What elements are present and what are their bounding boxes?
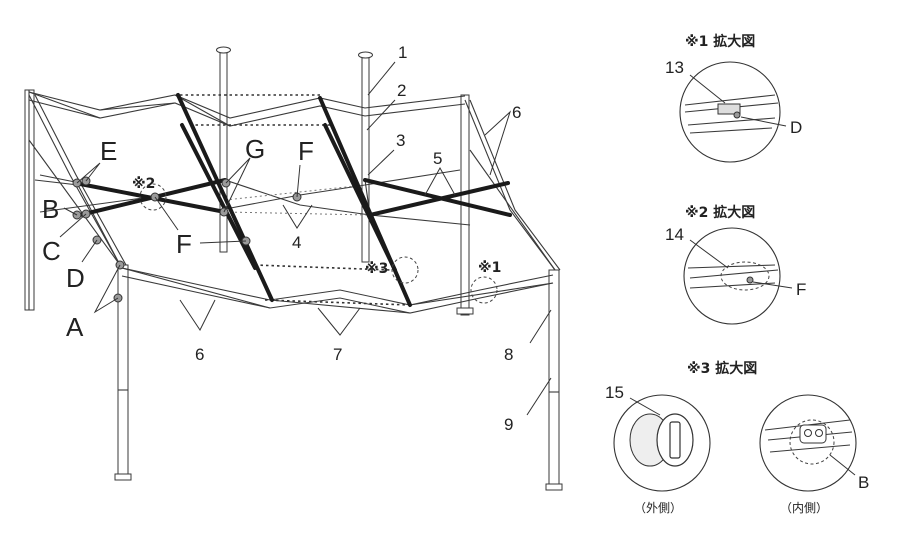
detail-3-label-B: B xyxy=(858,473,869,492)
label-C: C xyxy=(42,236,61,266)
label-5: 5 xyxy=(433,149,442,168)
detail-1-title: ※1 拡大図 xyxy=(685,33,755,50)
center-pole-left xyxy=(219,51,228,253)
detail-marker-3 xyxy=(391,256,419,284)
detail-marker-1 xyxy=(470,276,498,304)
label-A: A xyxy=(66,312,84,342)
detail-2: ※2 拡大図 14 F xyxy=(665,204,806,325)
label-3: 3 xyxy=(396,131,405,150)
detail-2-label-F: F xyxy=(796,280,806,299)
label-B: B xyxy=(42,194,59,224)
detail-1: ※1 拡大図 13 D xyxy=(665,33,802,163)
label-2: 2 xyxy=(397,81,406,100)
label-F-center: F xyxy=(298,136,314,166)
mark-3: ※3 xyxy=(365,261,388,277)
label-6-right: 6 xyxy=(512,103,521,122)
detail-marker-2 xyxy=(139,183,167,211)
detail-3-label-15: 15 xyxy=(605,383,624,402)
label-9: 9 xyxy=(504,415,513,434)
tent-frame xyxy=(24,46,563,491)
detail-2-label-14: 14 xyxy=(665,225,684,244)
detail-2-circle xyxy=(683,227,781,325)
label-6-bottom: 6 xyxy=(195,345,204,364)
caption-outer: （外側） xyxy=(634,501,682,515)
label-7: 7 xyxy=(333,345,342,364)
label-8: 8 xyxy=(504,345,513,364)
detail-1-label-D: D xyxy=(790,118,802,137)
mark-2: ※2 xyxy=(132,176,155,192)
caption-inner: （内側） xyxy=(780,501,828,515)
detail-2-title: ※2 拡大図 xyxy=(685,204,755,221)
mark-1: ※1 xyxy=(478,260,501,276)
label-F-bottom: F xyxy=(176,229,192,259)
leg-front-right xyxy=(548,269,560,491)
center-pole-right xyxy=(361,56,370,263)
detail-1-label-13: 13 xyxy=(665,58,684,77)
bold-rafter-1 xyxy=(176,93,274,302)
leader-lines xyxy=(59,61,552,416)
label-G: G xyxy=(245,134,265,164)
detail-3: ※3 拡大図 15 （外側） B （内側） xyxy=(605,360,869,515)
label-E: E xyxy=(100,136,117,166)
bold-brace-4 xyxy=(368,181,510,217)
label-4: 4 xyxy=(292,233,301,252)
label-1: 1 xyxy=(398,43,407,62)
main-labels: 1 2 3 5 4 6 6 7 8 9 E B C D A G F F ※2 ※… xyxy=(42,43,521,434)
label-D: D xyxy=(66,263,85,293)
bold-rafter-4 xyxy=(323,123,397,272)
detail-3-title: ※3 拡大図 xyxy=(687,360,757,377)
